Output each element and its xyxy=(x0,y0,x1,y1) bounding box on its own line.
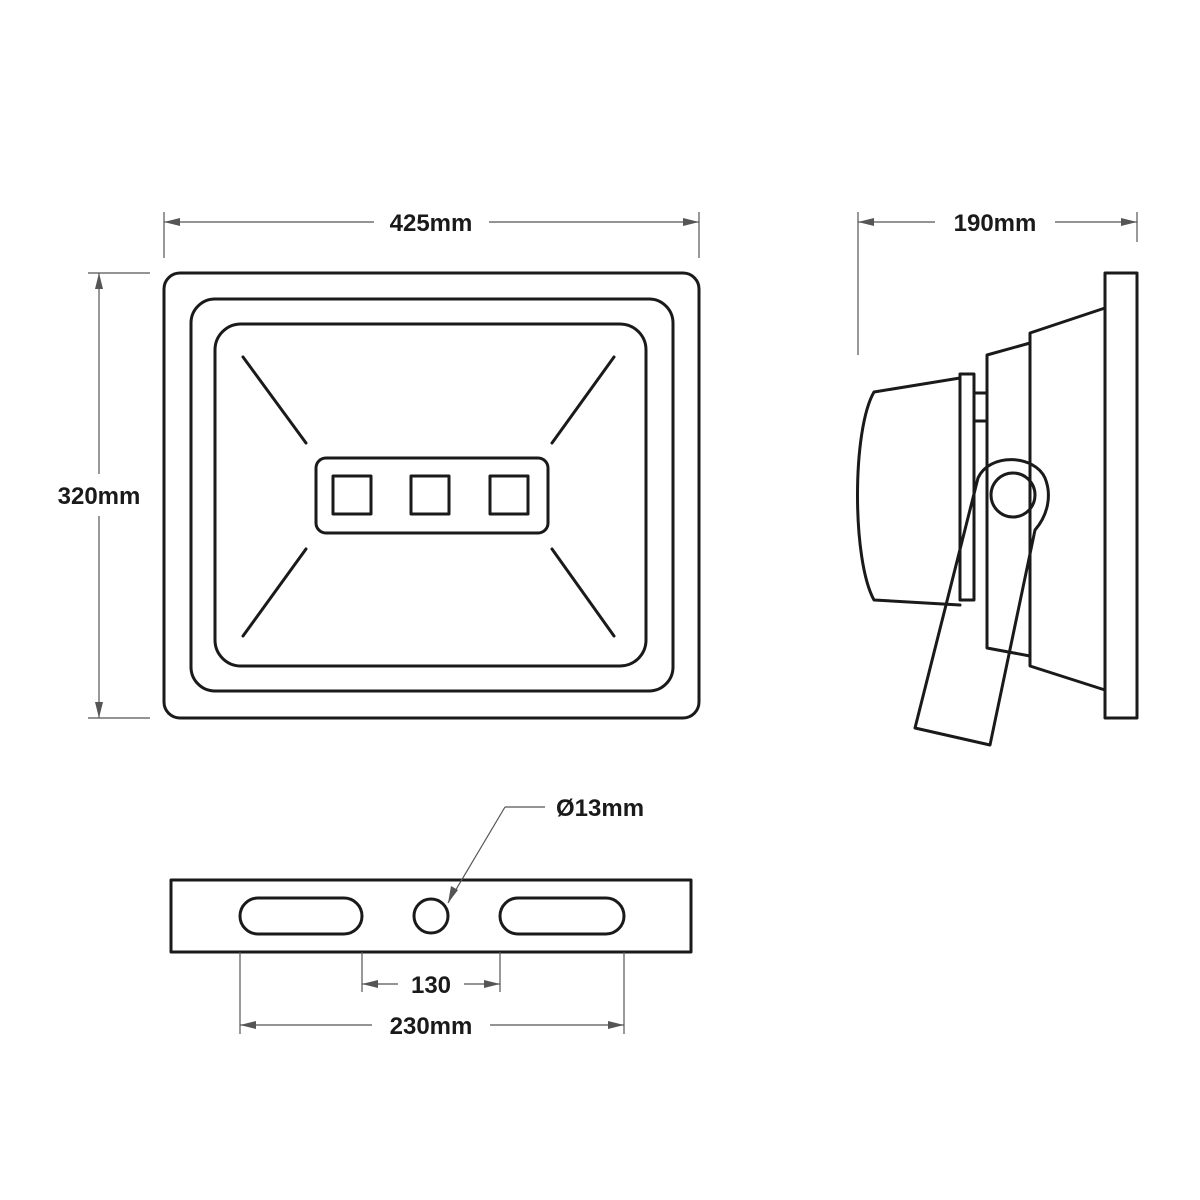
front-middle-frame xyxy=(189,297,675,693)
reflector-line-bottom-left xyxy=(241,547,308,638)
led-chip-2 xyxy=(409,474,451,516)
outer-spacing-label: 230mm xyxy=(390,1013,473,1040)
inner-spacing-dimension: 130 xyxy=(361,952,501,999)
reflector-line-top-left xyxy=(241,355,308,445)
side-connector-nub xyxy=(972,391,989,423)
height-dimension: 320mm xyxy=(58,272,150,719)
height-label: 320mm xyxy=(58,483,141,510)
side-rear-housing xyxy=(856,376,962,607)
bracket-center-hole xyxy=(412,897,450,935)
bracket-plate xyxy=(169,878,693,954)
width-dimension: 425mm xyxy=(163,210,700,258)
side-bracket-arm xyxy=(913,458,1050,747)
front-lens-panel xyxy=(213,322,648,668)
side-bracket-pivot xyxy=(989,471,1037,519)
hole-diameter-label: Ø13mm xyxy=(556,795,644,822)
outer-spacing-dimension: 230mm xyxy=(239,952,625,1040)
bracket-slot-left xyxy=(238,896,364,936)
reflector-line-top-right xyxy=(550,355,616,445)
bracket-view xyxy=(169,878,693,954)
front-outer-frame xyxy=(162,271,701,720)
depth-dimension: 190mm xyxy=(857,210,1138,355)
front-view xyxy=(162,271,701,720)
width-label: 425mm xyxy=(390,210,473,237)
side-view xyxy=(856,271,1139,747)
led-chip-3 xyxy=(488,474,530,516)
side-front-plate xyxy=(1103,271,1139,720)
hole-diameter-callout: Ø13mm xyxy=(447,795,644,904)
inner-spacing-label: 130 xyxy=(411,972,451,999)
reflector-line-bottom-right xyxy=(550,547,616,638)
bracket-slot-right xyxy=(498,896,626,936)
led-module xyxy=(314,456,550,535)
side-heatsink xyxy=(1028,306,1107,692)
side-back-step xyxy=(985,341,1032,658)
led-chip-1 xyxy=(331,474,373,516)
depth-label: 190mm xyxy=(954,210,1037,237)
side-connector-strip xyxy=(958,372,976,602)
